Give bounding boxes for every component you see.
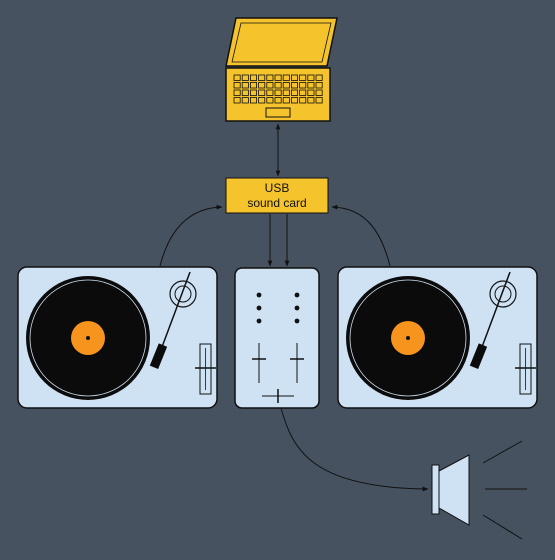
keyboard-key <box>258 89 266 96</box>
keyboard-key <box>315 97 323 104</box>
keyboard-key <box>315 89 323 96</box>
keyboard-key <box>233 89 241 96</box>
keyboard-key <box>241 89 249 96</box>
laptop-screen-inner <box>231 22 332 63</box>
keyboard-key <box>258 82 266 89</box>
tonearm-headshell <box>469 343 488 369</box>
mixer-knob <box>256 292 262 298</box>
keyboard-key <box>266 74 274 81</box>
tonearm-pivot-inner <box>174 285 192 303</box>
speaker-icon <box>431 440 527 540</box>
keyboard-key <box>249 89 257 96</box>
sound-wave-bottom <box>482 514 523 540</box>
keyboard-key <box>233 97 241 104</box>
sound-card-label-line1: USB <box>265 181 290 195</box>
keyboard-key <box>299 89 307 96</box>
sound-card-label-line2: sound card <box>247 196 306 210</box>
keyboard-key <box>299 82 307 89</box>
turntable-platter-ring <box>349 279 467 397</box>
spindle <box>406 336 410 340</box>
keyboard-key <box>290 97 298 104</box>
mixer-knobs <box>256 292 300 324</box>
keyboard-key <box>282 89 290 96</box>
keyboard-key <box>258 97 266 104</box>
mixer-to-speaker <box>280 407 429 492</box>
laptop-trackpad <box>265 107 291 118</box>
keyboard-key <box>274 74 282 81</box>
keyboard-key <box>233 74 241 81</box>
keyboard-key <box>307 97 315 104</box>
mixer-knob <box>294 305 300 311</box>
keyboard-key <box>274 82 282 89</box>
laptop-icon <box>225 17 338 122</box>
keyboard-key <box>282 97 290 104</box>
keyboard-key <box>307 74 315 81</box>
keyboard-key <box>241 74 249 81</box>
spindle <box>86 336 90 340</box>
right-turntable-to-soundcard <box>331 204 391 267</box>
tonearm <box>481 271 511 348</box>
keyboard-key <box>249 82 257 89</box>
keyboard-key <box>266 82 274 89</box>
keyboard-key <box>249 97 257 104</box>
turntable-icon <box>337 266 538 409</box>
laptop-keyboard <box>233 74 323 104</box>
keyboard-key <box>241 97 249 104</box>
usb-sound-card: USB sound card <box>225 177 329 214</box>
tonearm-pivot-inner <box>494 285 512 303</box>
keyboard-key <box>241 82 249 89</box>
turntable-icon <box>17 266 218 409</box>
keyboard-key <box>307 89 315 96</box>
sound-card-box <box>225 177 329 214</box>
sound-wave-top <box>482 440 523 464</box>
keyboard-key <box>290 89 298 96</box>
keyboard-key <box>290 74 298 81</box>
mixer-body <box>234 267 320 409</box>
keyboard-key <box>258 74 266 81</box>
speaker-magnet <box>431 464 440 515</box>
turntable-platter-ring <box>29 279 147 397</box>
keyboard-key <box>290 82 298 89</box>
keyboard-key <box>266 97 274 104</box>
mixer-knob <box>256 305 262 311</box>
mixer-knob <box>256 318 262 324</box>
keyboard-key <box>274 97 282 104</box>
keyboard-key <box>315 74 323 81</box>
mixer-knob <box>294 292 300 298</box>
keyboard-key <box>299 97 307 104</box>
mixer-knob <box>294 318 300 324</box>
tonearm-headshell <box>149 343 168 369</box>
keyboard-key <box>282 74 290 81</box>
keyboard-key <box>282 82 290 89</box>
keyboard-key <box>266 89 274 96</box>
tonearm <box>161 271 191 348</box>
speaker-cone <box>438 454 470 526</box>
keyboard-key <box>233 82 241 89</box>
keyboard-key <box>274 89 282 96</box>
keyboard-key <box>315 82 323 89</box>
keyboard-key <box>307 82 315 89</box>
left-turntable-to-soundcard <box>159 204 223 267</box>
keyboard-key <box>299 74 307 81</box>
mixer-icon <box>234 267 320 409</box>
keyboard-key <box>249 74 257 81</box>
